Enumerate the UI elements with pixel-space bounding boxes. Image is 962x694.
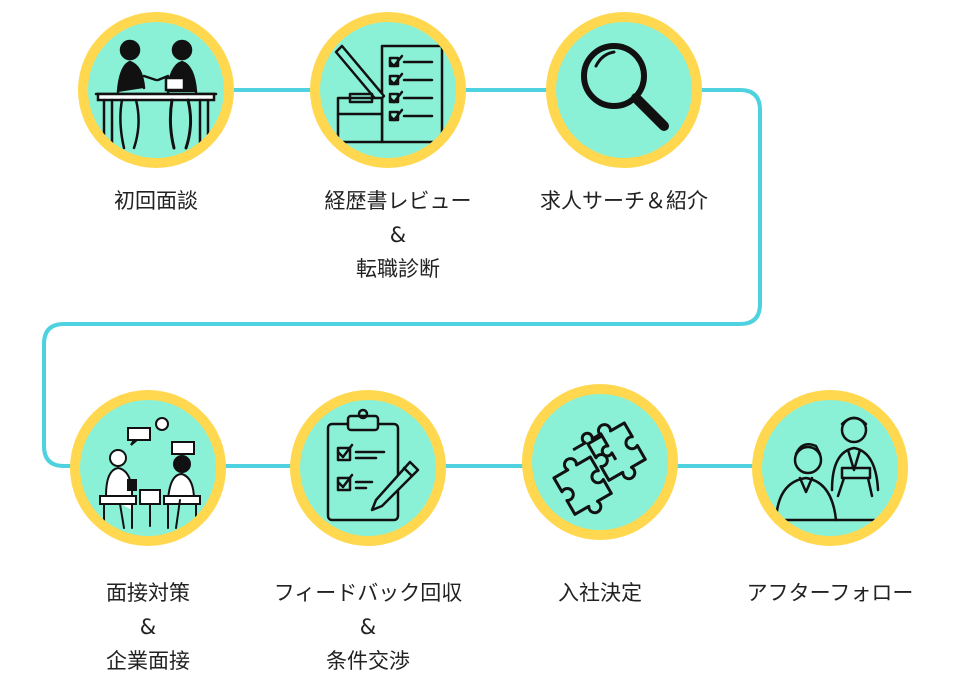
step-label: 経歴書レビュー & 転職診断: [268, 184, 528, 286]
step-label-line: 転職診断: [356, 257, 440, 281]
checklist-pencil-icon: [334, 44, 444, 144]
step-label: 面接対策 & 企業面接: [18, 576, 278, 678]
flow-line: [42, 88, 838, 468]
meeting-people-icon: [94, 39, 218, 154]
puzzle-pieces-icon: [552, 421, 647, 516]
step-label-line: 企業面接: [106, 649, 190, 673]
consultation-icon: [99, 417, 201, 529]
step-label-line: &: [389, 223, 407, 247]
step-label-line: 入社決定: [558, 581, 642, 605]
step-label-line: 経歴書レビュー: [324, 189, 472, 213]
step-label-line: 面接対策: [106, 581, 190, 605]
step-label: フィードバック回収 & 条件交渉: [238, 576, 498, 678]
step-label: 入社決定: [470, 576, 730, 610]
step-label-line: アフターフォロー: [746, 581, 914, 605]
step-label: 求人サーチ＆紹介: [494, 184, 754, 218]
step-label: アフターフォロー: [700, 576, 960, 610]
step-label-line: 条件交渉: [326, 649, 410, 673]
clipboard-checklist-icon: [326, 408, 420, 522]
magnifier-icon: [581, 43, 669, 131]
step-label: 初回面談: [26, 184, 286, 218]
step-label-line: 求人サーチ＆紹介: [540, 189, 708, 213]
step-label-line: 初回面談: [114, 189, 198, 213]
follow-up-meeting-icon: [770, 416, 890, 522]
step-label-line: &: [139, 615, 157, 639]
step-label-line: フィードバック回収: [273, 581, 463, 605]
step-label-line: &: [359, 615, 377, 639]
